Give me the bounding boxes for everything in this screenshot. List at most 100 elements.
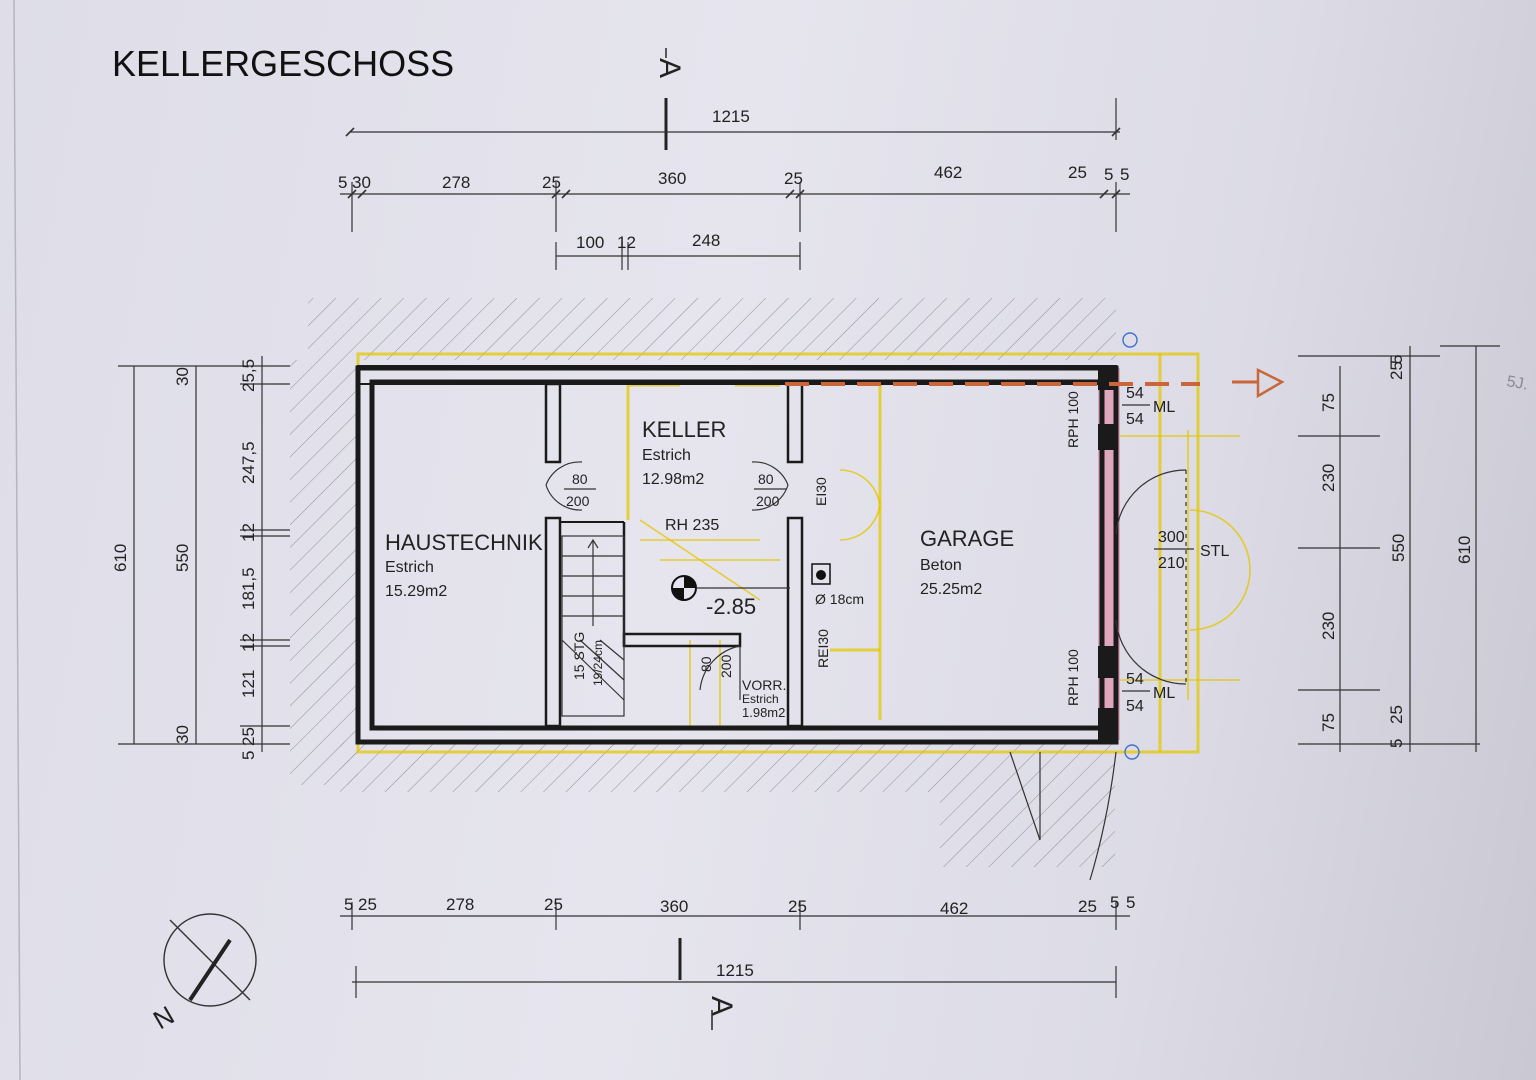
label-chimney: Ø 18cm bbox=[815, 591, 864, 607]
door2-height: 200 bbox=[756, 493, 780, 509]
dim-top-sub-12: 12 bbox=[617, 233, 636, 252]
svg-text:A: A bbox=[653, 58, 686, 78]
label-rph-top: RPH 100 bbox=[1065, 391, 1081, 448]
dim-right-610: 610 bbox=[1455, 536, 1474, 564]
room-area-keller: 12.98m2 bbox=[642, 471, 704, 488]
dim-bot-360: 360 bbox=[660, 897, 688, 916]
dims-right: 75 25 5 230 550 610 230 75 5 25 bbox=[1298, 345, 1500, 752]
dim-top-360: 360 bbox=[658, 169, 686, 188]
dim-right-25b: 25 bbox=[1387, 705, 1406, 724]
door1-width: 80 bbox=[572, 471, 588, 487]
dim-right-230b: 230 bbox=[1319, 612, 1338, 640]
label-level: -2.85 bbox=[706, 594, 756, 619]
dim-right-5b: 5 bbox=[1387, 739, 1406, 748]
label-stl: STL bbox=[1200, 543, 1229, 560]
dim-top-25a: 25 bbox=[542, 173, 561, 192]
dim-right-550: 550 bbox=[1389, 534, 1408, 562]
label-stairs: 15 STG bbox=[571, 632, 587, 680]
dim-left-5: 5 bbox=[239, 751, 258, 760]
dims-left: 610 550 30 25,5 247,5 12 181,5 12 121 30… bbox=[111, 356, 290, 760]
dim-left-610: 610 bbox=[111, 544, 130, 572]
section-mark-top: A bbox=[653, 48, 686, 150]
room-area-haustechnik: 15.29m2 bbox=[385, 583, 447, 600]
dimension-tick bbox=[1099, 189, 1109, 199]
dim-bot-5b: 5 bbox=[1110, 893, 1119, 912]
margin-note: 5J. bbox=[1505, 373, 1529, 393]
dim-bot-25b: 25 bbox=[544, 895, 563, 914]
dim-bot-25c: 25 bbox=[788, 897, 807, 916]
dimension-tick bbox=[1111, 189, 1121, 199]
ml-top-b: 54 bbox=[1126, 411, 1144, 428]
ml-bot-a: 54 bbox=[1126, 671, 1144, 688]
dim-right-25a: 25 bbox=[1387, 361, 1406, 380]
ml-top-a: 54 bbox=[1126, 385, 1144, 402]
dim-right-5a: 5 bbox=[1387, 355, 1406, 364]
dim-top-5c: 5 bbox=[1120, 165, 1129, 184]
door3-width: 80 bbox=[698, 656, 714, 672]
dim-right-230a: 230 bbox=[1319, 464, 1338, 492]
dim-bot-5a: 5 bbox=[344, 895, 353, 914]
room-area-vorr: 1.98m2 bbox=[742, 705, 785, 720]
yellow-overlay bbox=[356, 352, 1251, 754]
dim-top-25b: 25 bbox=[784, 169, 803, 188]
dimension-tick bbox=[551, 189, 561, 199]
dim-left-12a: 12 bbox=[239, 523, 258, 542]
dim-top-25c: 25 bbox=[1068, 163, 1087, 182]
dim-bot-overall: 1215 bbox=[716, 961, 754, 980]
dim-left-1815: 181,5 bbox=[239, 567, 258, 610]
label-stairs-dim: 19/24cm bbox=[591, 640, 605, 686]
dim-bot-25d: 25 bbox=[1078, 897, 1097, 916]
interior-walls bbox=[544, 368, 1116, 742]
dim-right-75b: 75 bbox=[1319, 713, 1338, 732]
door3-height: 200 bbox=[718, 654, 734, 678]
plan-title: KELLERGESCHOSS bbox=[112, 43, 454, 84]
dim-left-30a: 30 bbox=[173, 367, 192, 386]
room-floor-keller: Estrich bbox=[642, 447, 691, 464]
room-area-garage: 25.25m2 bbox=[920, 581, 982, 598]
north-arrow-icon: N bbox=[148, 913, 257, 1035]
door1-height: 200 bbox=[566, 493, 590, 509]
dim-top-5a: 5 bbox=[338, 173, 347, 192]
svg-text:A: A bbox=[705, 996, 738, 1016]
ml-top: ML bbox=[1153, 399, 1175, 416]
marker-circle-top bbox=[1122, 332, 1138, 348]
room-name-haustechnik: HAUSTECHNIK bbox=[385, 530, 543, 555]
dim-bot-5c: 5 bbox=[1126, 893, 1135, 912]
earth-hatch bbox=[290, 298, 1116, 867]
level-marker-icon bbox=[671, 575, 790, 601]
ml-bot: ML bbox=[1153, 685, 1175, 702]
room-floor-garage: Beton bbox=[920, 557, 962, 574]
dim-left-550: 550 bbox=[173, 544, 192, 572]
dims-bottom: 5 25 278 25 360 25 462 25 5 5 1215 bbox=[340, 893, 1135, 998]
room-name-garage: GARAGE bbox=[920, 526, 1014, 551]
dim-top-462: 462 bbox=[934, 163, 962, 182]
dim-right-75a: 75 bbox=[1319, 393, 1338, 412]
room-floor-vorr: Estrich bbox=[742, 692, 779, 706]
dimension-tick bbox=[561, 189, 571, 199]
dim-top-278: 278 bbox=[442, 173, 470, 192]
room-name-vorr: VORR. bbox=[742, 677, 786, 693]
dim-top-overall: 1215 bbox=[712, 107, 750, 126]
dimension-tick bbox=[795, 189, 805, 199]
dimension-tick bbox=[357, 189, 367, 199]
ml-bot-b: 54 bbox=[1126, 698, 1144, 715]
dim-left-25: 25 bbox=[239, 727, 258, 746]
door2-width: 80 bbox=[758, 471, 774, 487]
dimension-tick bbox=[347, 189, 357, 199]
dimension-tick bbox=[785, 189, 795, 199]
dim-bot-462: 462 bbox=[940, 899, 968, 918]
garage-door-height: 210 bbox=[1158, 555, 1185, 572]
label-ei30: EI30 bbox=[813, 477, 829, 506]
label-rph-bottom: RPH 100 bbox=[1065, 649, 1081, 706]
door-swings bbox=[545, 461, 1187, 881]
dim-bot-25a: 25 bbox=[358, 895, 377, 914]
staircase bbox=[561, 535, 625, 717]
dim-left-30b: 30 bbox=[173, 725, 192, 744]
section-mark-bottom: A bbox=[678, 938, 738, 1030]
dim-left-121: 121 bbox=[239, 670, 258, 698]
paper-edge bbox=[13, 0, 21, 1080]
dim-left-2475: 247,5 bbox=[239, 441, 258, 484]
dim-top-5b: 5 bbox=[1104, 165, 1113, 184]
label-rh: RH 235 bbox=[665, 517, 719, 534]
